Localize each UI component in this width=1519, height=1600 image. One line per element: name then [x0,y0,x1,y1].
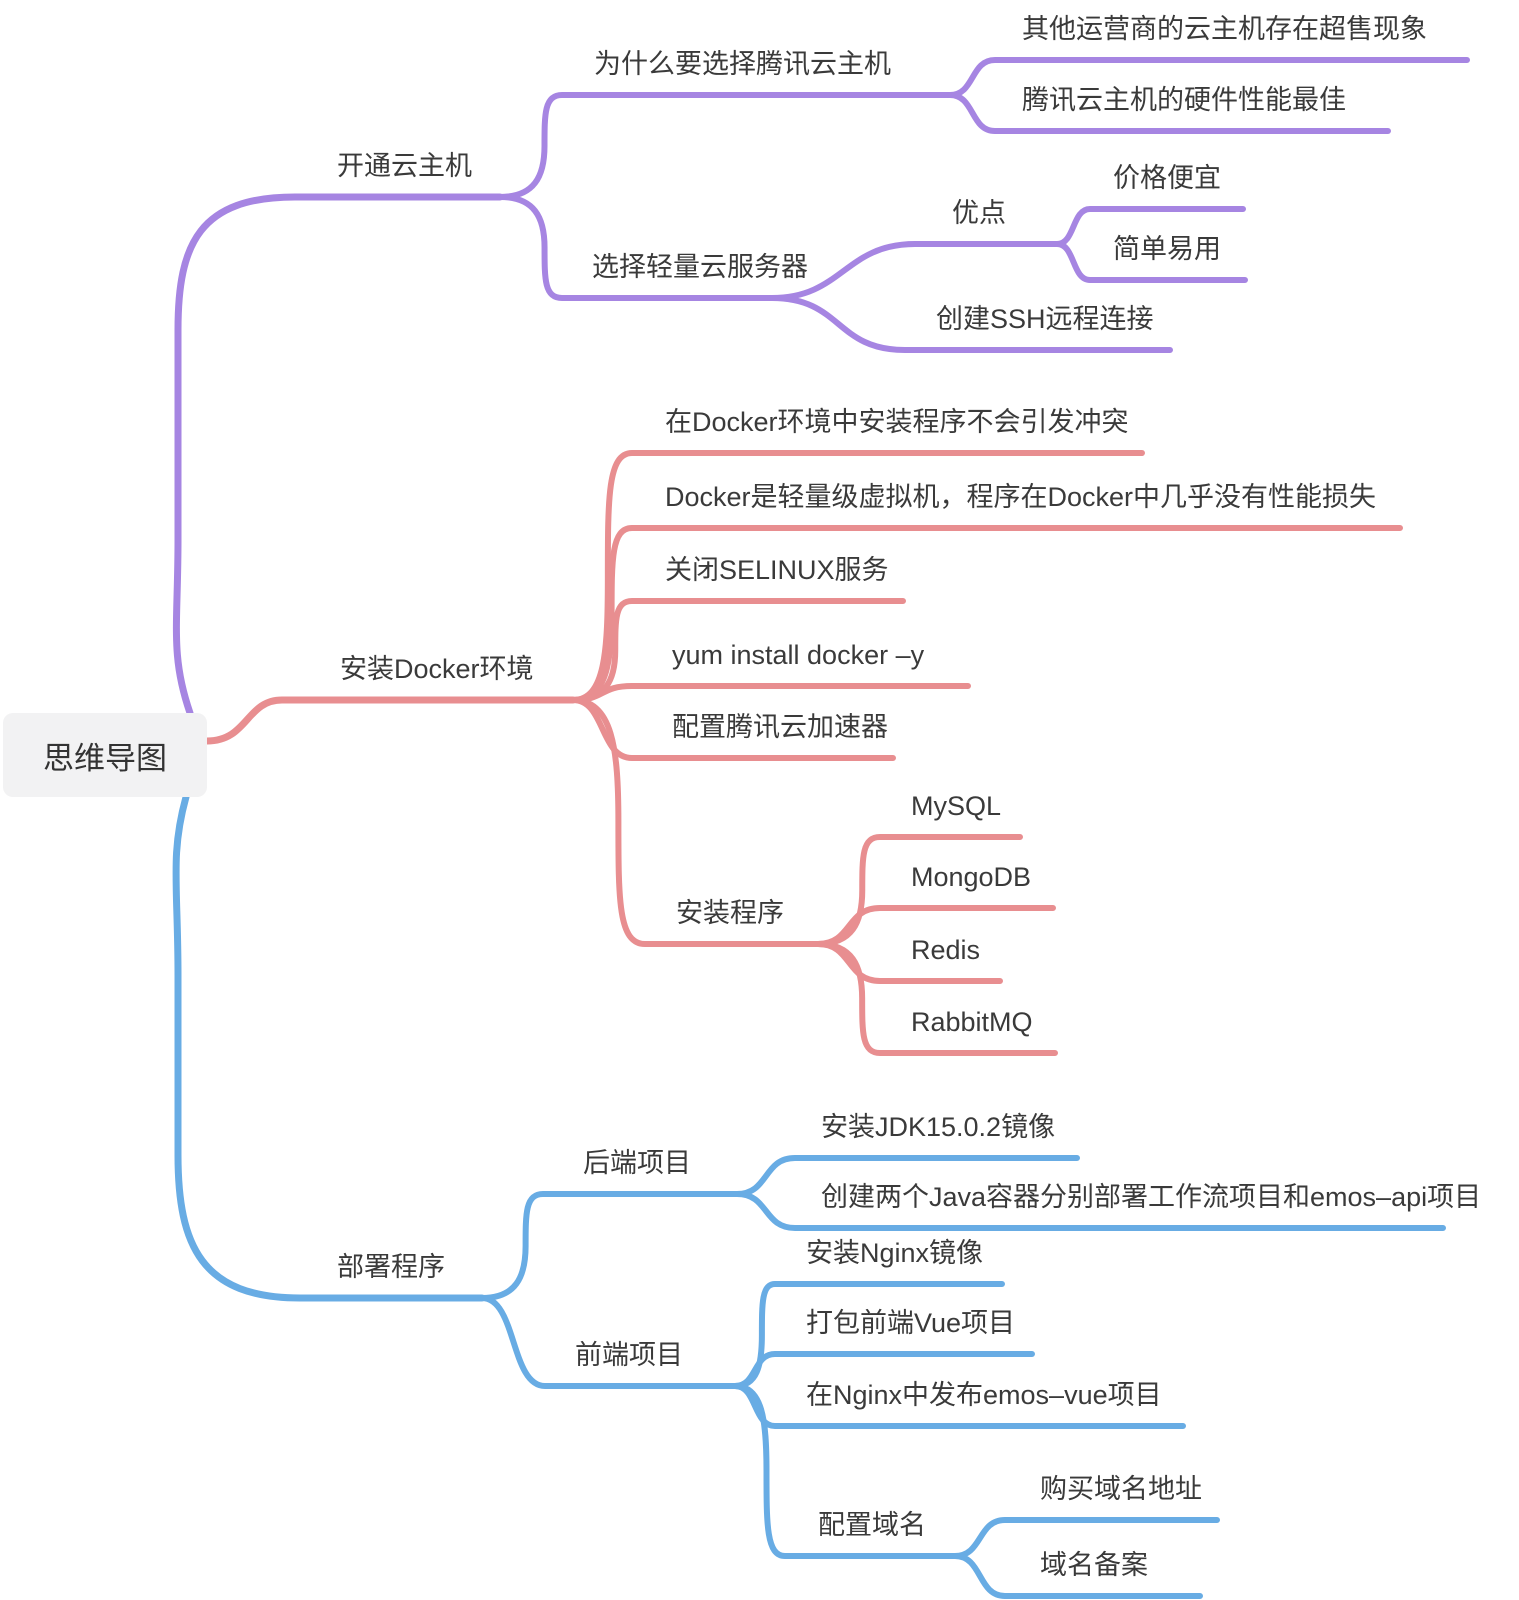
node-label-2.1.2[interactable]: 在Nginx中发布emos–vue项目 [806,1380,1162,1410]
branch-edge-1 [203,696,577,745]
node-label-2.1.3.1[interactable]: 域名备案 [1040,1550,1148,1580]
branch-edge-2.1.3 [732,1383,958,1559]
node-label-1.5.3[interactable]: RabbitMQ [911,1007,1033,1037]
branch-edge-2.1.3.1 [952,1553,1203,1599]
branch-edge-1.5.0 [815,834,1023,947]
node-label-1.5.0[interactable]: MySQL [911,791,1002,821]
node-label-0.1.0.1[interactable]: 简单易用 [1113,234,1221,264]
node-label-2[interactable]: 部署程序 [337,1252,445,1282]
node-label-2.1.0[interactable]: 安装Nginx镜像 [806,1238,984,1268]
branch-edge-0.1.1 [769,295,1173,353]
node-label-2.1.1[interactable]: 打包前端Vue项目 [806,1308,1016,1338]
node-label-1.2[interactable]: 关闭SELINUX服务 [665,555,889,585]
node-label-0.1.0[interactable]: 优点 [952,198,1006,228]
node-label-0.0.1[interactable]: 腾讯云主机的硬件性能最佳 [1022,85,1346,115]
branch-edge-0.0.1 [947,92,1391,134]
branch-edge-1.3 [570,683,971,703]
node-label-1.4[interactable]: 配置腾讯云加速器 [672,712,888,742]
node-label-2.1.3[interactable]: 配置域名 [818,1510,926,1540]
node-label-2.0.0[interactable]: 安装JDK15.0.2镜像 [821,1112,1056,1142]
node-label-0.0[interactable]: 为什么要选择腾讯云主机 [594,49,891,79]
node-label-2.0.1[interactable]: 创建两个Java容器分别部署工作流项目和emos–api项目 [821,1182,1482,1212]
node-label-1.3[interactable]: yum install docker –y [672,640,925,670]
branch-edge-0.1.0 [769,241,1060,301]
branch-edge-1.5 [570,697,821,947]
node-label-0.1[interactable]: 选择轻量云服务器 [592,252,808,282]
root-node[interactable]: 思维导图 [3,713,207,797]
node-label-2.1[interactable]: 前端项目 [575,1340,683,1370]
node-label-1.5.1[interactable]: MongoDB [911,862,1032,892]
node-label-1.5[interactable]: 安装程序 [676,898,784,928]
branch-edge-0.0 [497,92,953,200]
branch-edge-1.1 [570,525,1403,703]
node-label-1.0[interactable]: 在Docker环境中安装程序不会引发冲突 [665,407,1129,437]
branch-edge-2.1 [479,1295,738,1389]
branch-edge-2.0.1 [734,1191,1446,1231]
branch-edge-0.1 [497,194,775,301]
node-label-1.5.2[interactable]: Redis [911,935,981,965]
branch-edge-1.5.3 [815,941,1058,1056]
root-node-label: 思维导图 [43,740,167,776]
branch-edge-2 [172,793,486,1302]
branch-edge-0.1.0.1 [1054,241,1248,283]
node-label-0.1.1[interactable]: 创建SSH远程连接 [936,304,1154,334]
node-label-1[interactable]: 安装Docker环境 [340,654,534,684]
node-label-1.1[interactable]: Docker是轻量级虚拟机，程序在Docker中几乎没有性能损失 [665,482,1377,512]
node-label-0.0.0[interactable]: 其他运营商的云主机存在超售现象 [1022,14,1427,44]
branch-edge-0 [172,193,504,717]
branch-edge-2.0 [479,1191,740,1301]
branch-edge-1.0 [570,450,1145,703]
node-label-2.0[interactable]: 后端项目 [583,1148,691,1178]
node-label-0.1.0.0[interactable]: 价格便宜 [1113,163,1221,193]
node-label-2.1.3.0[interactable]: 购买域名地址 [1040,1474,1202,1504]
node-label-0[interactable]: 开通云主机 [337,151,472,181]
